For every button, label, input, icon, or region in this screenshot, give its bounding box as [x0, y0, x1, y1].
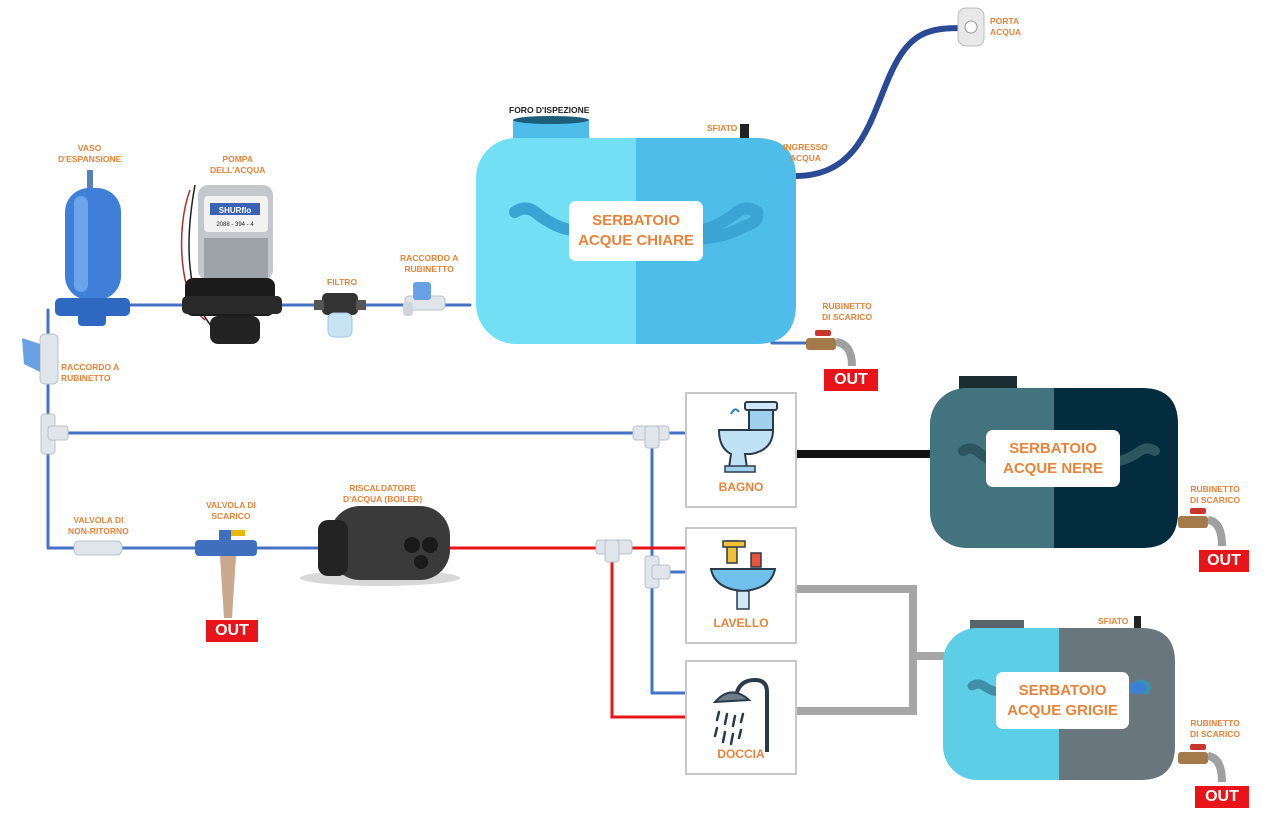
water-door-label: PORTA ACQUA — [990, 16, 1022, 37]
inspection-hole-label: FORO D'ISPEZIONE — [509, 105, 590, 115]
grey-water-pipe-shower — [793, 652, 917, 715]
bathroom-label: BAGNO — [718, 480, 764, 494]
hot-pipe-to-shower — [610, 546, 687, 719]
black-water-tank-title: SERBATOIO ACQUE NERE — [1002, 439, 1103, 477]
drain-valve-assembly — [195, 530, 257, 618]
check-valve-label: VALVOLA DI NON-RITORNO — [68, 515, 129, 536]
drain-valve-label: VALVOLA DI SCARICO — [206, 500, 256, 521]
fixture-bathroom: BAGNO — [685, 392, 797, 508]
fill-hose — [792, 25, 968, 179]
shower-label: DOCCIA — [717, 747, 765, 761]
water-pump-label: POMPA DELL'ACQUA — [210, 154, 266, 175]
black-water-tank-label: SERBATOIO ACQUE NERE — [986, 430, 1120, 487]
water-heater — [300, 506, 460, 586]
drain-tap-3 — [1178, 744, 1226, 783]
sink-icon — [709, 540, 777, 610]
toilet-icon — [717, 401, 778, 473]
water-heater-label: RISCALDATORE D'ACQUA (BOILER) — [343, 483, 423, 504]
fixture-shower: DOCCIA — [685, 660, 797, 775]
expansion-vessel-label: VASO D'ESPANSIONE — [58, 143, 122, 164]
tee-fittings — [40, 413, 671, 589]
filter — [314, 293, 366, 338]
clear-water-tank-title: SERBATOIO ACQUE CHIARE — [578, 212, 694, 249]
tap-fitting-left-label: RACCORDO A RUBINETTO — [61, 362, 120, 383]
pump-brand-text: SHURflo — [219, 206, 252, 215]
water-inlet-label: INGRESSO ACQUA — [783, 142, 828, 163]
tap-fitting-top-label: RACCORDO A RUBINETTO — [400, 253, 459, 274]
drain-tap-2 — [1178, 508, 1226, 547]
grey-water-tank-title: SERBATOIO ACQUE GRIGIE — [1007, 681, 1118, 719]
drain-tap-2-label: RUBINETTO DI SCARICO — [1190, 484, 1241, 505]
pump-model-text: 2088 - 394 - 4 — [216, 222, 254, 228]
grey-water-pipe-sink — [793, 585, 949, 660]
water-pump: SHURflo 2088 - 394 - 4 — [180, 184, 282, 344]
out-badge-black-tank: OUT — [1199, 550, 1249, 572]
drain-tap-3-label: RUBINETTO DI SCARICO — [1190, 718, 1241, 739]
tap-fitting-top — [403, 282, 446, 316]
vent-label-grey: SFIATO — [1098, 616, 1129, 626]
grey-water-tank-label: SERBATOIO ACQUE GRIGIE — [996, 672, 1129, 729]
out-badge-grey-tank: OUT — [1195, 786, 1249, 808]
expansion-vessel — [55, 170, 130, 326]
sink-label: LAVELLO — [713, 616, 769, 630]
out-badge-clear-tank: OUT — [824, 369, 878, 391]
tap-fitting-left — [22, 333, 59, 385]
out-badge-drain-valve: OUT — [206, 620, 258, 642]
shower-icon — [712, 677, 769, 752]
filter-label: FILTRO — [327, 277, 358, 287]
vent-label-clear: SFIATO — [707, 123, 738, 133]
fixture-sink: LAVELLO — [685, 527, 797, 644]
drain-tap-1 — [806, 330, 856, 367]
drain-tap-1-label: RUBINETTO DI SCARICO — [822, 301, 873, 322]
clear-water-tank-label: SERBATOIO ACQUE CHIARE — [569, 201, 703, 261]
water-inlet-port — [957, 7, 985, 47]
